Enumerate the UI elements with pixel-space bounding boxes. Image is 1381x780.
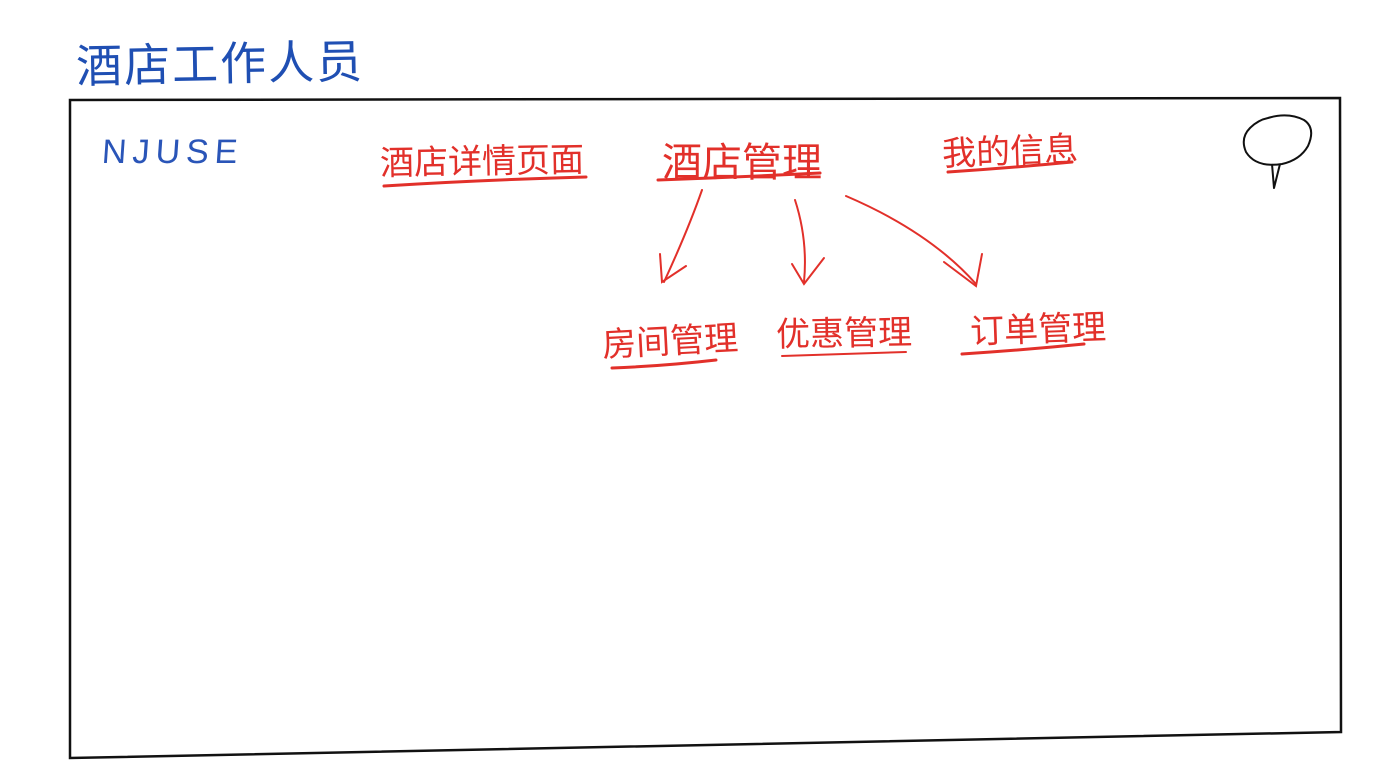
submenu-item-promotion-manage[interactable]: 优惠管理 (775, 312, 913, 356)
app-brand[interactable]: NJUSE (100, 133, 245, 171)
submenu-item-order-manage[interactable]: 订单管理 (969, 307, 1107, 353)
arrow-to-room-manage (659, 189, 703, 284)
user-avatar-icon[interactable] (1238, 112, 1318, 194)
nav-item-hotel-detail[interactable]: 酒店详情页面 (379, 140, 585, 184)
nav-item-hotel-manage[interactable]: 酒店管理 (662, 140, 822, 186)
page-title: 酒店工作人员 (75, 34, 365, 94)
arrow-to-promotion-manage (791, 199, 825, 286)
arrow-to-order-manage (845, 195, 983, 288)
nav-item-my-info[interactable]: 我的信息 (941, 129, 1079, 175)
window-border (68, 96, 1343, 760)
submenu-item-room-manage[interactable]: 房间管理 (601, 318, 740, 366)
